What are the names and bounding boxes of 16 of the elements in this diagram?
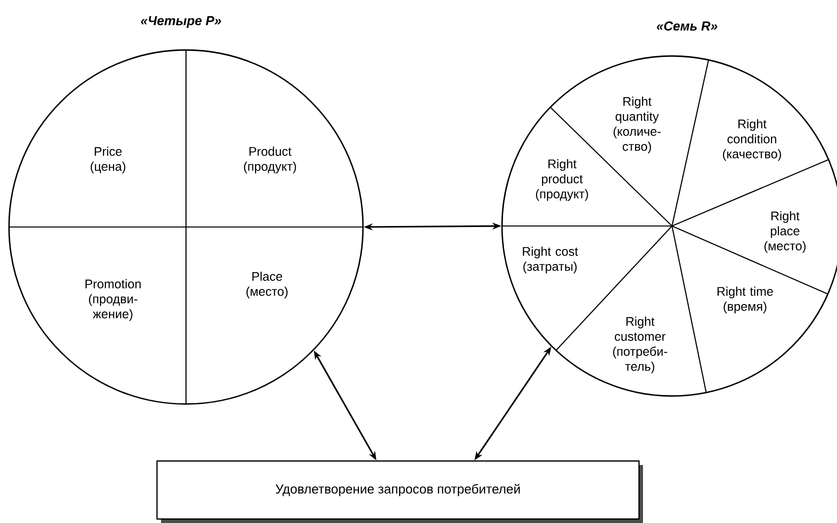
sector-label: Right cost (затраты): [522, 246, 578, 274]
pie-circle: [8, 49, 364, 405]
sector-label: Right product (продукт): [536, 159, 588, 201]
sector-label: Promotion (продви- жение): [86, 279, 141, 321]
heading: «Семь R»: [656, 21, 718, 31]
sector-label: Place (место): [246, 272, 288, 298]
heading: «Четыре P»: [140, 16, 222, 28]
sector-label: Right customer (потреби- тель): [613, 316, 668, 374]
pie-circle: [501, 55, 837, 397]
sector-label: Price (цена): [90, 146, 126, 174]
sector-label: Right time (время): [718, 286, 773, 314]
result-box: Удовлетворение запросов потребителей: [156, 460, 643, 523]
sector-label: Right quantity (количе- ство): [614, 96, 661, 154]
sector-label: Right place (место): [764, 211, 806, 253]
sector-label: Product (продукт): [244, 146, 296, 174]
sector-label: Right condition (качество): [722, 119, 782, 161]
